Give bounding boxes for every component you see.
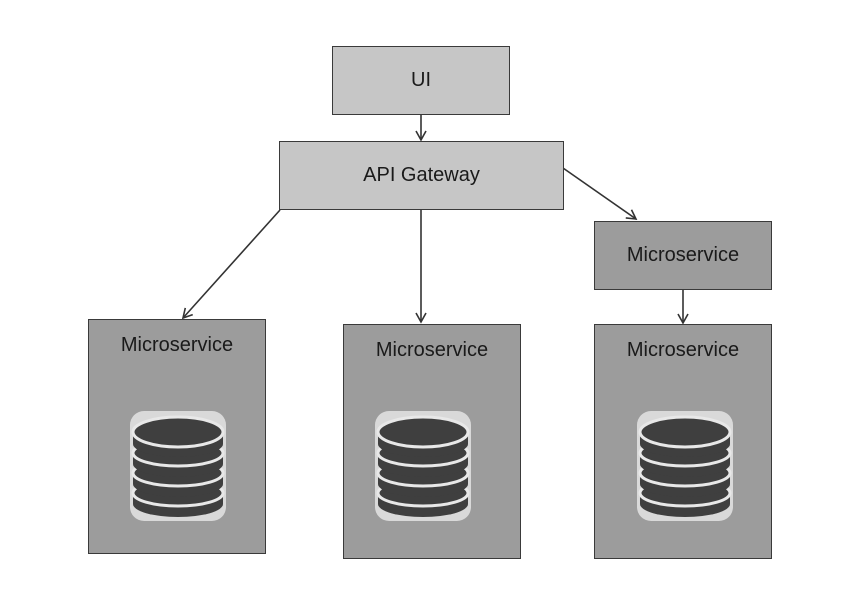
- microservice-left-label: Microservice: [120, 334, 234, 356]
- api-gateway-node-label: API Gateway: [363, 164, 480, 186]
- microservice-node-middle: Microservice: [343, 324, 521, 559]
- microservice-node-right: Microservice: [594, 324, 772, 559]
- database-icon: [375, 411, 471, 521]
- database-icon: [130, 411, 226, 521]
- database-icon: [637, 411, 733, 521]
- microservice-node-intermediate: Microservice: [594, 221, 772, 290]
- api-gateway-node: API Gateway: [279, 141, 564, 210]
- arrow-gateway-to-service-intermediate: [562, 167, 638, 220]
- ui-node-label: UI: [411, 69, 431, 91]
- microservice-right-label: Microservice: [626, 339, 740, 361]
- arrow-gateway-to-service-left: [181, 209, 281, 320]
- microservice-intermediate-label: Microservice: [626, 244, 740, 266]
- microservice-node-left: Microservice: [88, 319, 266, 554]
- microservice-middle-label: Microservice: [375, 339, 489, 361]
- ui-node: UI: [332, 46, 510, 115]
